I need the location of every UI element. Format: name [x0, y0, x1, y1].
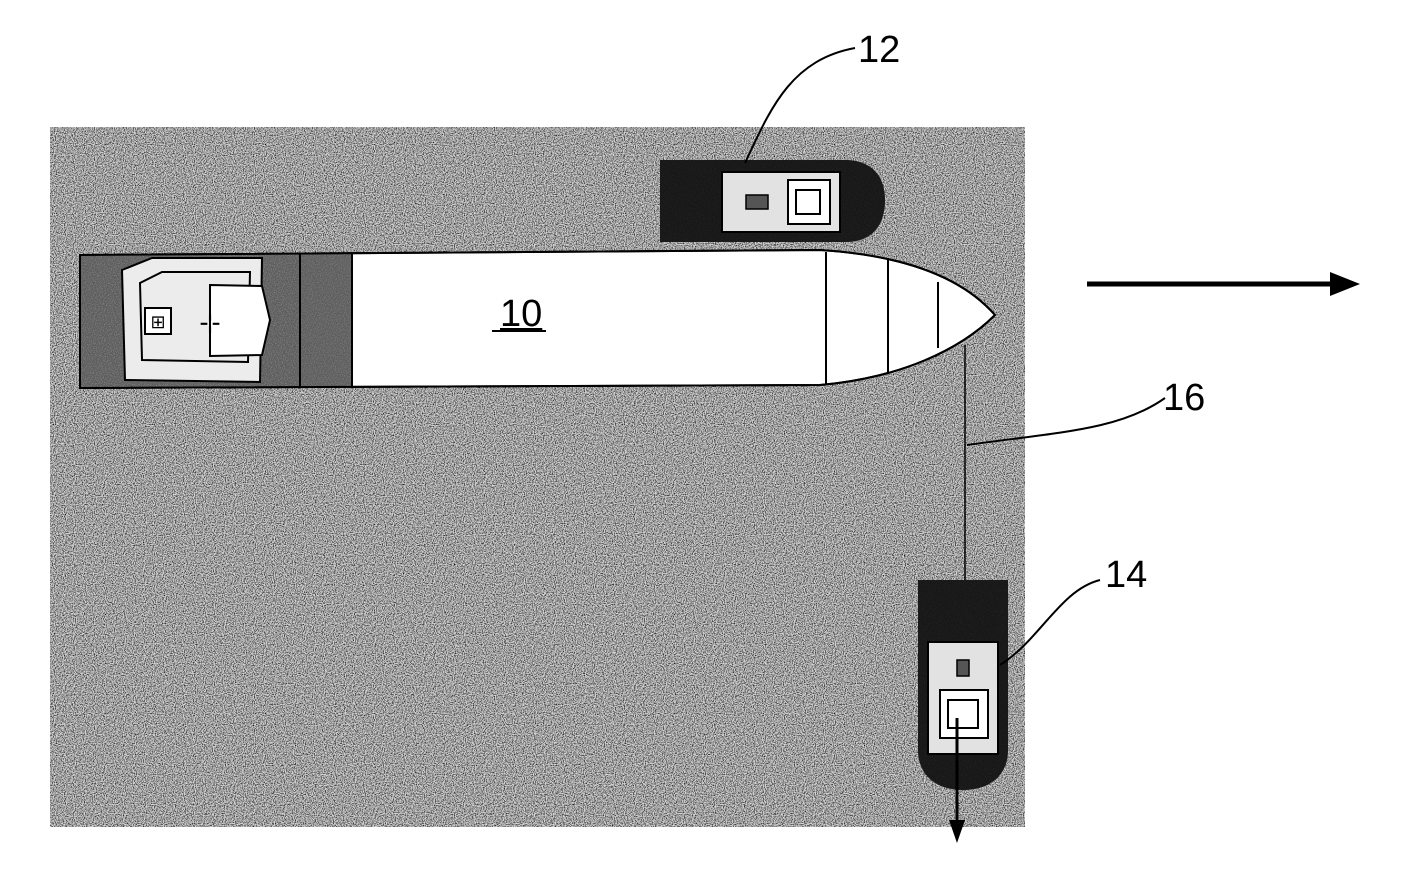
label-tug-tow: 14 — [1105, 554, 1147, 596]
right-arrow-icon — [1087, 272, 1360, 296]
svg-text:⊞: ⊞ — [150, 312, 165, 332]
tug-side — [660, 160, 885, 242]
main-ship: ⊞ ⊹ 10 — [80, 250, 995, 388]
label-tug-side: 12 — [858, 29, 900, 71]
label-towline: 16 — [1163, 377, 1205, 419]
label-ship-main: 10 — [500, 293, 542, 335]
tug-tow — [918, 580, 1008, 790]
water-area — [50, 127, 1025, 827]
svg-text:⊹: ⊹ — [199, 308, 221, 338]
